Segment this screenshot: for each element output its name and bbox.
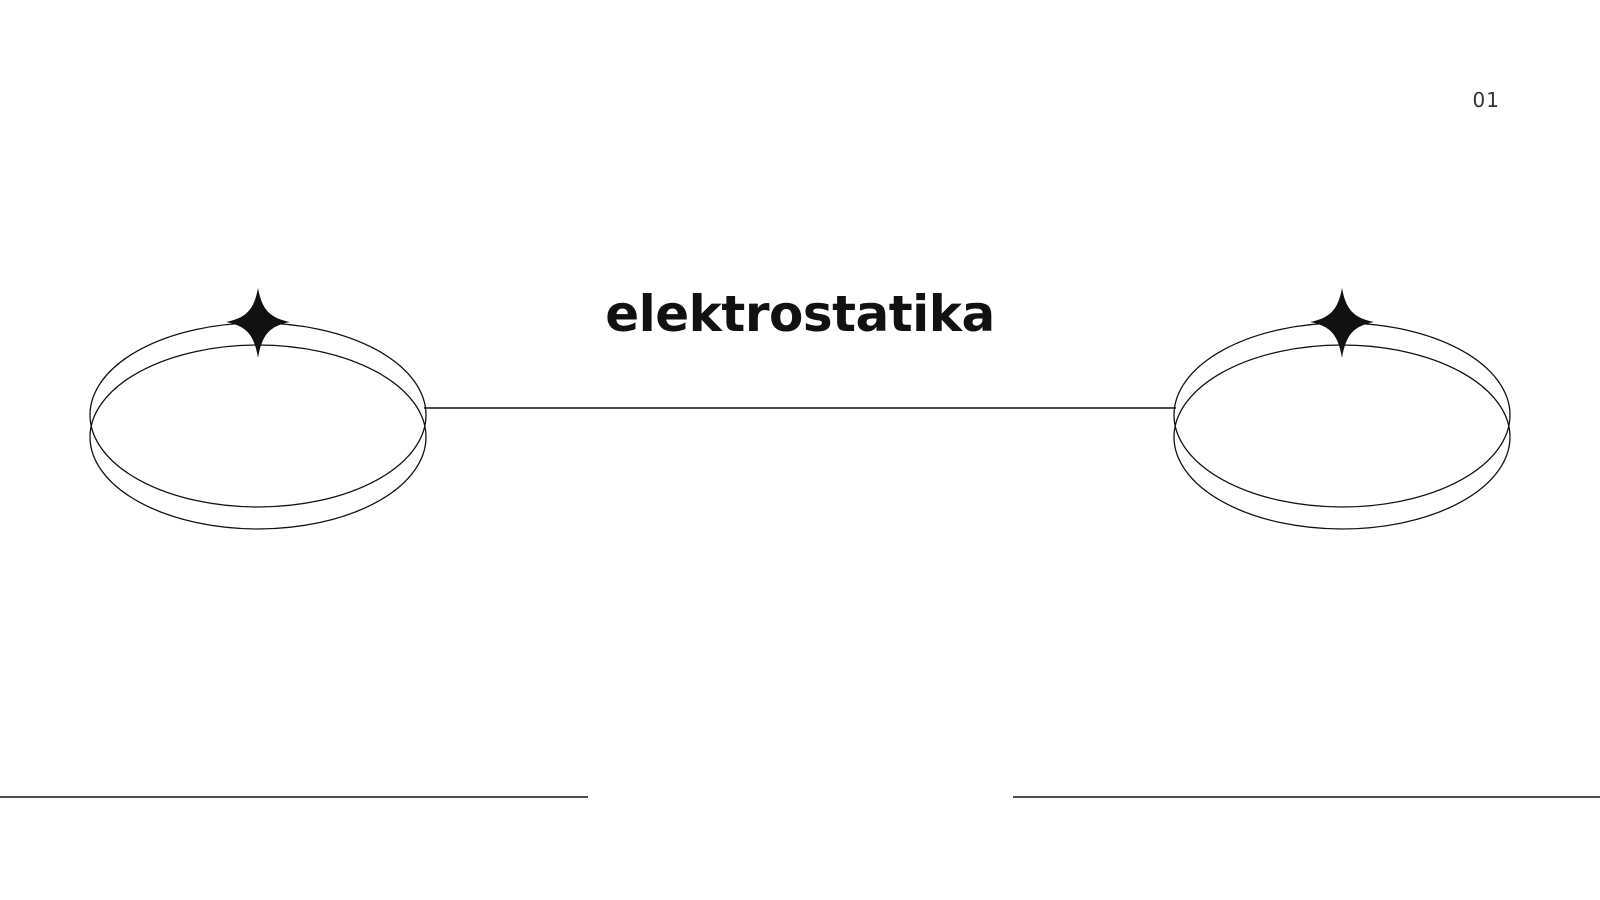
left-star-icon [226,288,290,358]
right-star-icon [1310,288,1374,358]
page-number: 01 [1472,88,1500,112]
slide-title: elektrostatika [605,285,995,343]
